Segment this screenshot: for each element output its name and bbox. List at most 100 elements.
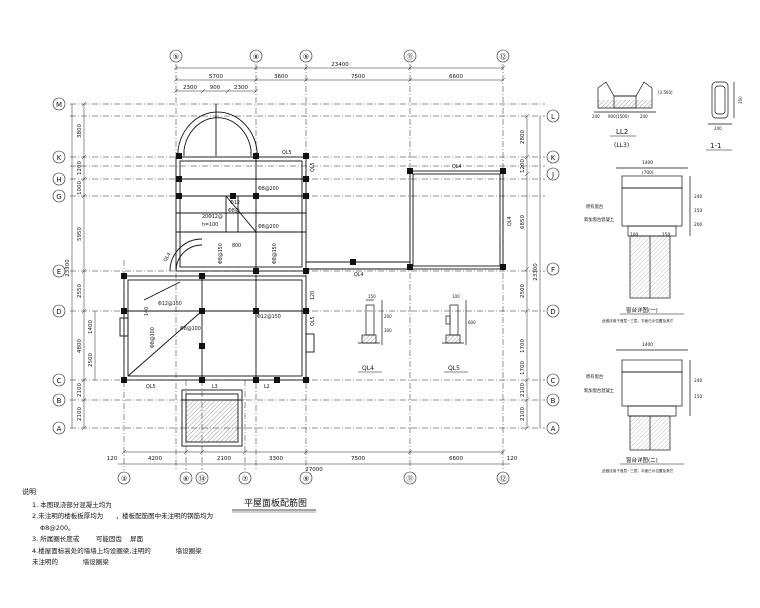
axis-label: ⑨ bbox=[303, 53, 309, 61]
dim-text: (3.500) bbox=[658, 90, 673, 95]
dim-text: 100 bbox=[630, 232, 638, 238]
note-4: 4.楼屋面标高处的墙墙上均设圈梁,注明的 墙设圈梁 bbox=[22, 546, 342, 558]
notes-heading: 说明 bbox=[22, 488, 36, 496]
dim-text: 3300 bbox=[269, 456, 283, 462]
dim-text: 120 bbox=[310, 291, 316, 300]
sill-detail-2-hatch bbox=[630, 416, 670, 450]
detail-annotation: 新加窗台混凝土 bbox=[584, 216, 615, 223]
axis-bubble: ⑥ bbox=[179, 471, 193, 485]
axis-label: ⑫ bbox=[500, 53, 507, 61]
sill-detail-1-title: 窗台详图(一) bbox=[626, 306, 658, 314]
dim-text: 6600 bbox=[449, 456, 463, 462]
section-1-1-dims: 240 350 bbox=[714, 96, 743, 131]
axis-bubble: B bbox=[52, 393, 66, 407]
dim-text: 27000 bbox=[305, 467, 323, 473]
section-1-1 bbox=[708, 81, 735, 125]
dim-text: 2500 bbox=[520, 284, 526, 298]
axis-label: ③ bbox=[121, 475, 127, 483]
dim-text: 2100 bbox=[77, 383, 83, 397]
axis-bubble: D bbox=[546, 304, 560, 318]
note-text: 1. 本图现浇部分混凝土均为 bbox=[32, 500, 112, 509]
structural-columns bbox=[121, 153, 506, 383]
plan-labels: QL5 QL5 QL4 QL4 QL4 QL4 QL5 L3 L2 QL5 Φ8… bbox=[144, 150, 513, 390]
dim-text: 5700 bbox=[209, 74, 223, 80]
rebar-label: Φ8@100 bbox=[180, 326, 201, 332]
section-ll2-dims: 240 900(1500) 240 (3.500) bbox=[592, 90, 673, 119]
axis-label: ⑪ bbox=[407, 475, 414, 483]
rebar-label: Φ8@100 bbox=[150, 327, 156, 348]
axis-label: K bbox=[57, 154, 62, 162]
axis-label: C bbox=[57, 377, 62, 385]
axis-bubble: ⑨ bbox=[299, 471, 313, 485]
general-notes: 说明 1. 本图现浇部分混凝土均为 2.未注明的楼板板厚均为 ，楼板配筋图中未注… bbox=[22, 487, 342, 569]
axis-label: J bbox=[551, 171, 554, 179]
axis-bubble: ⑤ bbox=[169, 49, 183, 63]
axis-label: F bbox=[551, 266, 555, 274]
dim-text: 240 bbox=[640, 114, 648, 119]
axis-label: ⑤ bbox=[173, 53, 179, 61]
dim-text: 900(1500) bbox=[608, 114, 629, 119]
axis-bubble: B bbox=[546, 393, 560, 407]
axis-bubble: D bbox=[52, 304, 66, 318]
axis-label: ⑥ bbox=[183, 475, 189, 483]
section-ql4-label: QL4 bbox=[362, 365, 374, 372]
rebar-label: Φ12@150 bbox=[158, 301, 182, 307]
axis-bubble: ⑭ bbox=[195, 471, 209, 485]
axis-bubble: ⑦ bbox=[238, 471, 252, 485]
dim-text: 2300 bbox=[234, 85, 248, 91]
axis-bubble: F bbox=[546, 262, 560, 276]
axis-bubbles-top: ⑤ ⑧ ⑨ ⑪ ⑫ bbox=[169, 49, 510, 63]
dim-text-left: 3800 1200 1000 5950 2550 4800 2100 2100 … bbox=[65, 124, 94, 421]
note-text: 未注明的 bbox=[32, 558, 58, 566]
axis-bubble: M bbox=[52, 97, 66, 111]
axis-bubbles-bottom: ③ ⑥ ⑭ ⑦ ⑨ ⑪ ⑫ bbox=[117, 471, 510, 485]
axis-label: B bbox=[57, 397, 62, 405]
axis-bubble: ⑨ bbox=[299, 49, 313, 63]
dim-text: 2100 bbox=[217, 456, 231, 462]
note-1: 1. 本图现浇部分混凝土均为 bbox=[22, 500, 342, 512]
axis-label: A bbox=[551, 425, 556, 433]
sill-detail-1-text: 原有窗台 新加窗台混凝土 1400 (700) 240 150 200 100 … bbox=[584, 160, 702, 238]
dim-text: 120 bbox=[507, 456, 518, 462]
axis-label: D bbox=[56, 308, 61, 316]
section-ll2-ref: (LL3) bbox=[614, 142, 629, 149]
axis-bubble: ⑪ bbox=[403, 49, 417, 63]
sill-detail-1-hatch bbox=[630, 236, 670, 298]
sill-detail-2-title: 窗台详图(二) bbox=[626, 456, 658, 464]
dim-text-right: 2800 1200 6850 2500 1700 1700 2100 2100 … bbox=[520, 130, 539, 421]
dim-text: 240 bbox=[714, 126, 722, 131]
dim-text: 240 bbox=[592, 114, 600, 119]
dim-text: 1400 bbox=[88, 320, 94, 334]
sill-detail-2-text: 原有窗台 新加窗台混凝土 1400 240 150 bbox=[584, 342, 702, 400]
dim-text: 4200 bbox=[148, 456, 162, 462]
dim-text: 240 bbox=[694, 378, 702, 384]
dim-text: 900 bbox=[210, 85, 221, 91]
dim-text: 6850 bbox=[520, 215, 526, 229]
dim-text: 2500 bbox=[88, 353, 94, 367]
axis-bubble: ⑧ bbox=[249, 49, 263, 63]
dim-text: 1000 bbox=[77, 181, 83, 195]
dim-text: 4800 bbox=[77, 339, 83, 353]
note-3: 3. 所属圈长度或 可能固齿 屏面 bbox=[22, 534, 342, 546]
axis-label: ⑪ bbox=[407, 53, 414, 61]
drawing-title: 平屋面板配筋图 bbox=[244, 497, 307, 509]
section-ll2-label: LL2 bbox=[616, 128, 628, 136]
rebar-label: Φ12 bbox=[230, 200, 240, 206]
axis-bubble: ⑫ bbox=[496, 471, 510, 485]
axis-label: ⑭ bbox=[199, 475, 206, 483]
beam-label-ql4: QL4 bbox=[354, 272, 364, 278]
axis-bubbles-left: M K H G E D C B A bbox=[52, 97, 66, 435]
section-ll2-hatch bbox=[598, 100, 652, 108]
axis-bubble: L bbox=[546, 109, 560, 123]
dim-text: 7500 bbox=[351, 456, 365, 462]
axis-bubble: ⑫ bbox=[496, 49, 510, 63]
dim-text: 150 bbox=[694, 394, 702, 400]
axis-label: C bbox=[551, 377, 556, 385]
dim-text: 140 bbox=[144, 307, 150, 316]
axis-bubble: A bbox=[546, 421, 560, 435]
beam-label-ql5: QL5 bbox=[310, 162, 316, 172]
sill-detail-2-note: 此做法用于首层~三层，平面已示位置及其它 bbox=[602, 468, 674, 473]
note-text: 屏面 bbox=[130, 535, 144, 543]
dim-text: 1400 bbox=[642, 160, 653, 166]
dim-text: 2100 bbox=[520, 383, 526, 397]
